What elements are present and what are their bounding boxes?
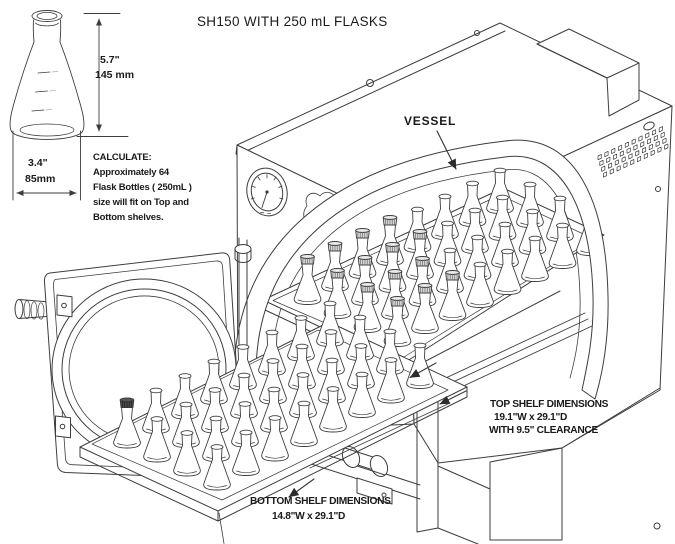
top-shelf-dimensions-line: 19.1"W x 29.1"D bbox=[494, 412, 568, 423]
screw-hole bbox=[655, 186, 661, 192]
bottom-shelf-dimensions-line: BOTTOM SHELF DIMENSIONS bbox=[250, 496, 391, 507]
foot-hole bbox=[381, 492, 387, 498]
base-hole bbox=[653, 522, 661, 530]
top-hole bbox=[366, 79, 374, 87]
slide-arrows bbox=[288, 362, 467, 498]
vessel-callout-arrow bbox=[436, 130, 457, 170]
door-latches bbox=[55, 294, 73, 439]
flask-height-mm: 145 mm bbox=[95, 69, 135, 81]
top-hole-small bbox=[474, 30, 480, 36]
slide-arrow-icon bbox=[409, 362, 437, 379]
vessel-label: VESSEL bbox=[404, 114, 457, 128]
calculate-line: Flask Bottles ( 250mL ) bbox=[93, 182, 192, 193]
exhaust-housing bbox=[536, 28, 640, 117]
vent-grid bbox=[597, 126, 669, 178]
slide-arrow-icon bbox=[288, 478, 315, 498]
flask-dimension-drawing bbox=[9, 10, 129, 201]
bottom-shelf-dimensions-line: 14.8"W x 29.1"D bbox=[272, 511, 346, 522]
stand-legs bbox=[416, 387, 661, 544]
bottom-tray-rim bbox=[91, 329, 449, 501]
top-shelf-dimensions-line: WITH 9.5" CLEARANCE bbox=[489, 425, 598, 436]
support-beam-roller bbox=[304, 445, 421, 505]
dimension-lines bbox=[12, 13, 129, 201]
calculate-line: Bottom shelves. bbox=[93, 212, 164, 223]
flask-width-mm: 85mm bbox=[25, 173, 56, 185]
page-title: SH150 WITH 250 mL FLASKS bbox=[197, 14, 388, 29]
lid-edge bbox=[243, 30, 506, 153]
slide-arrow-icon bbox=[439, 390, 467, 405]
side-hole bbox=[643, 121, 655, 131]
graduation-marks bbox=[31, 71, 51, 112]
calculate-line: Approximately 64 bbox=[93, 167, 169, 178]
tray-corner-edge bbox=[218, 512, 225, 544]
flask-width-inches: 3.4" bbox=[28, 157, 48, 169]
bottom-tray-lip bbox=[79, 386, 468, 522]
calculate-heading: CALCULATE: bbox=[93, 152, 152, 163]
drum-band bbox=[233, 139, 609, 400]
temperature-gauge-icon bbox=[246, 167, 288, 217]
bottom-shelf bbox=[79, 300, 468, 544]
top-shelf-dimensions-line: TOP SHELF DIMENSIONS bbox=[490, 399, 609, 410]
flask-height-inches: 5.7" bbox=[100, 54, 120, 66]
vessel-drum bbox=[233, 139, 609, 400]
calculate-line: size will fit on Top and bbox=[93, 197, 189, 208]
